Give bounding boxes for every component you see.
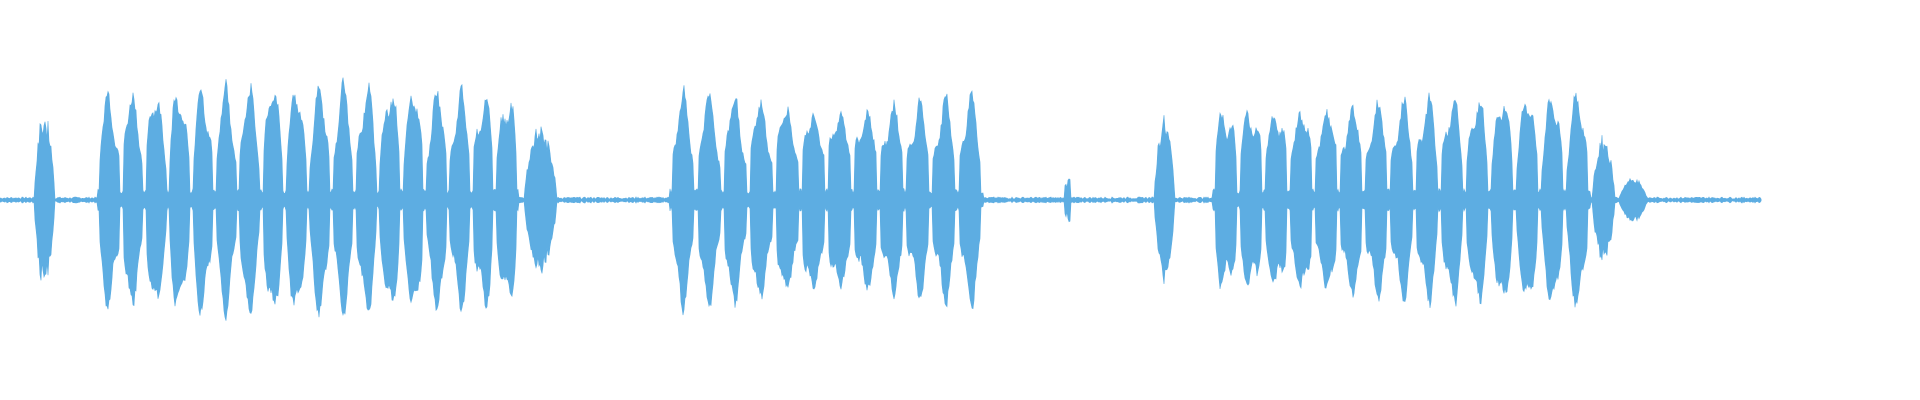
- waveform-fill: [0, 77, 1762, 321]
- waveform-amplitude: [0, 77, 1762, 321]
